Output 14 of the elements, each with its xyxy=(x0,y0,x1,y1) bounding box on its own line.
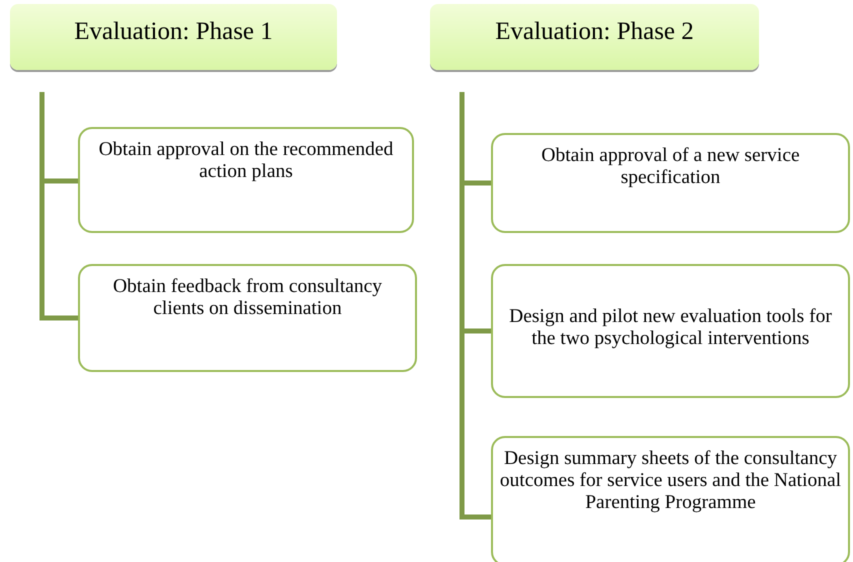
phase-heading-box xyxy=(430,4,759,70)
task-text: Obtain approval on the recommended action plans xyxy=(98,139,394,183)
task-box xyxy=(78,264,417,372)
task-text: Obtain feedback from consultancy clients on dissemination xyxy=(112,276,384,320)
task-box xyxy=(491,436,850,562)
task-box xyxy=(491,264,850,398)
heading-text: Evaluation: Phase 2 xyxy=(494,18,695,46)
task-text: Design summary sheets of the consultancy outcomes for service users and the National Parenting Programme xyxy=(499,448,842,514)
task-box xyxy=(491,133,850,233)
task-text: Obtain approval of a new service specification xyxy=(540,145,801,189)
phase-heading-box xyxy=(10,4,337,70)
task-box xyxy=(78,127,414,233)
task-text: Design and pilot new evaluation tools for the two psychological interventions xyxy=(508,306,833,350)
heading-text: Evaluation: Phase 1 xyxy=(73,18,274,46)
